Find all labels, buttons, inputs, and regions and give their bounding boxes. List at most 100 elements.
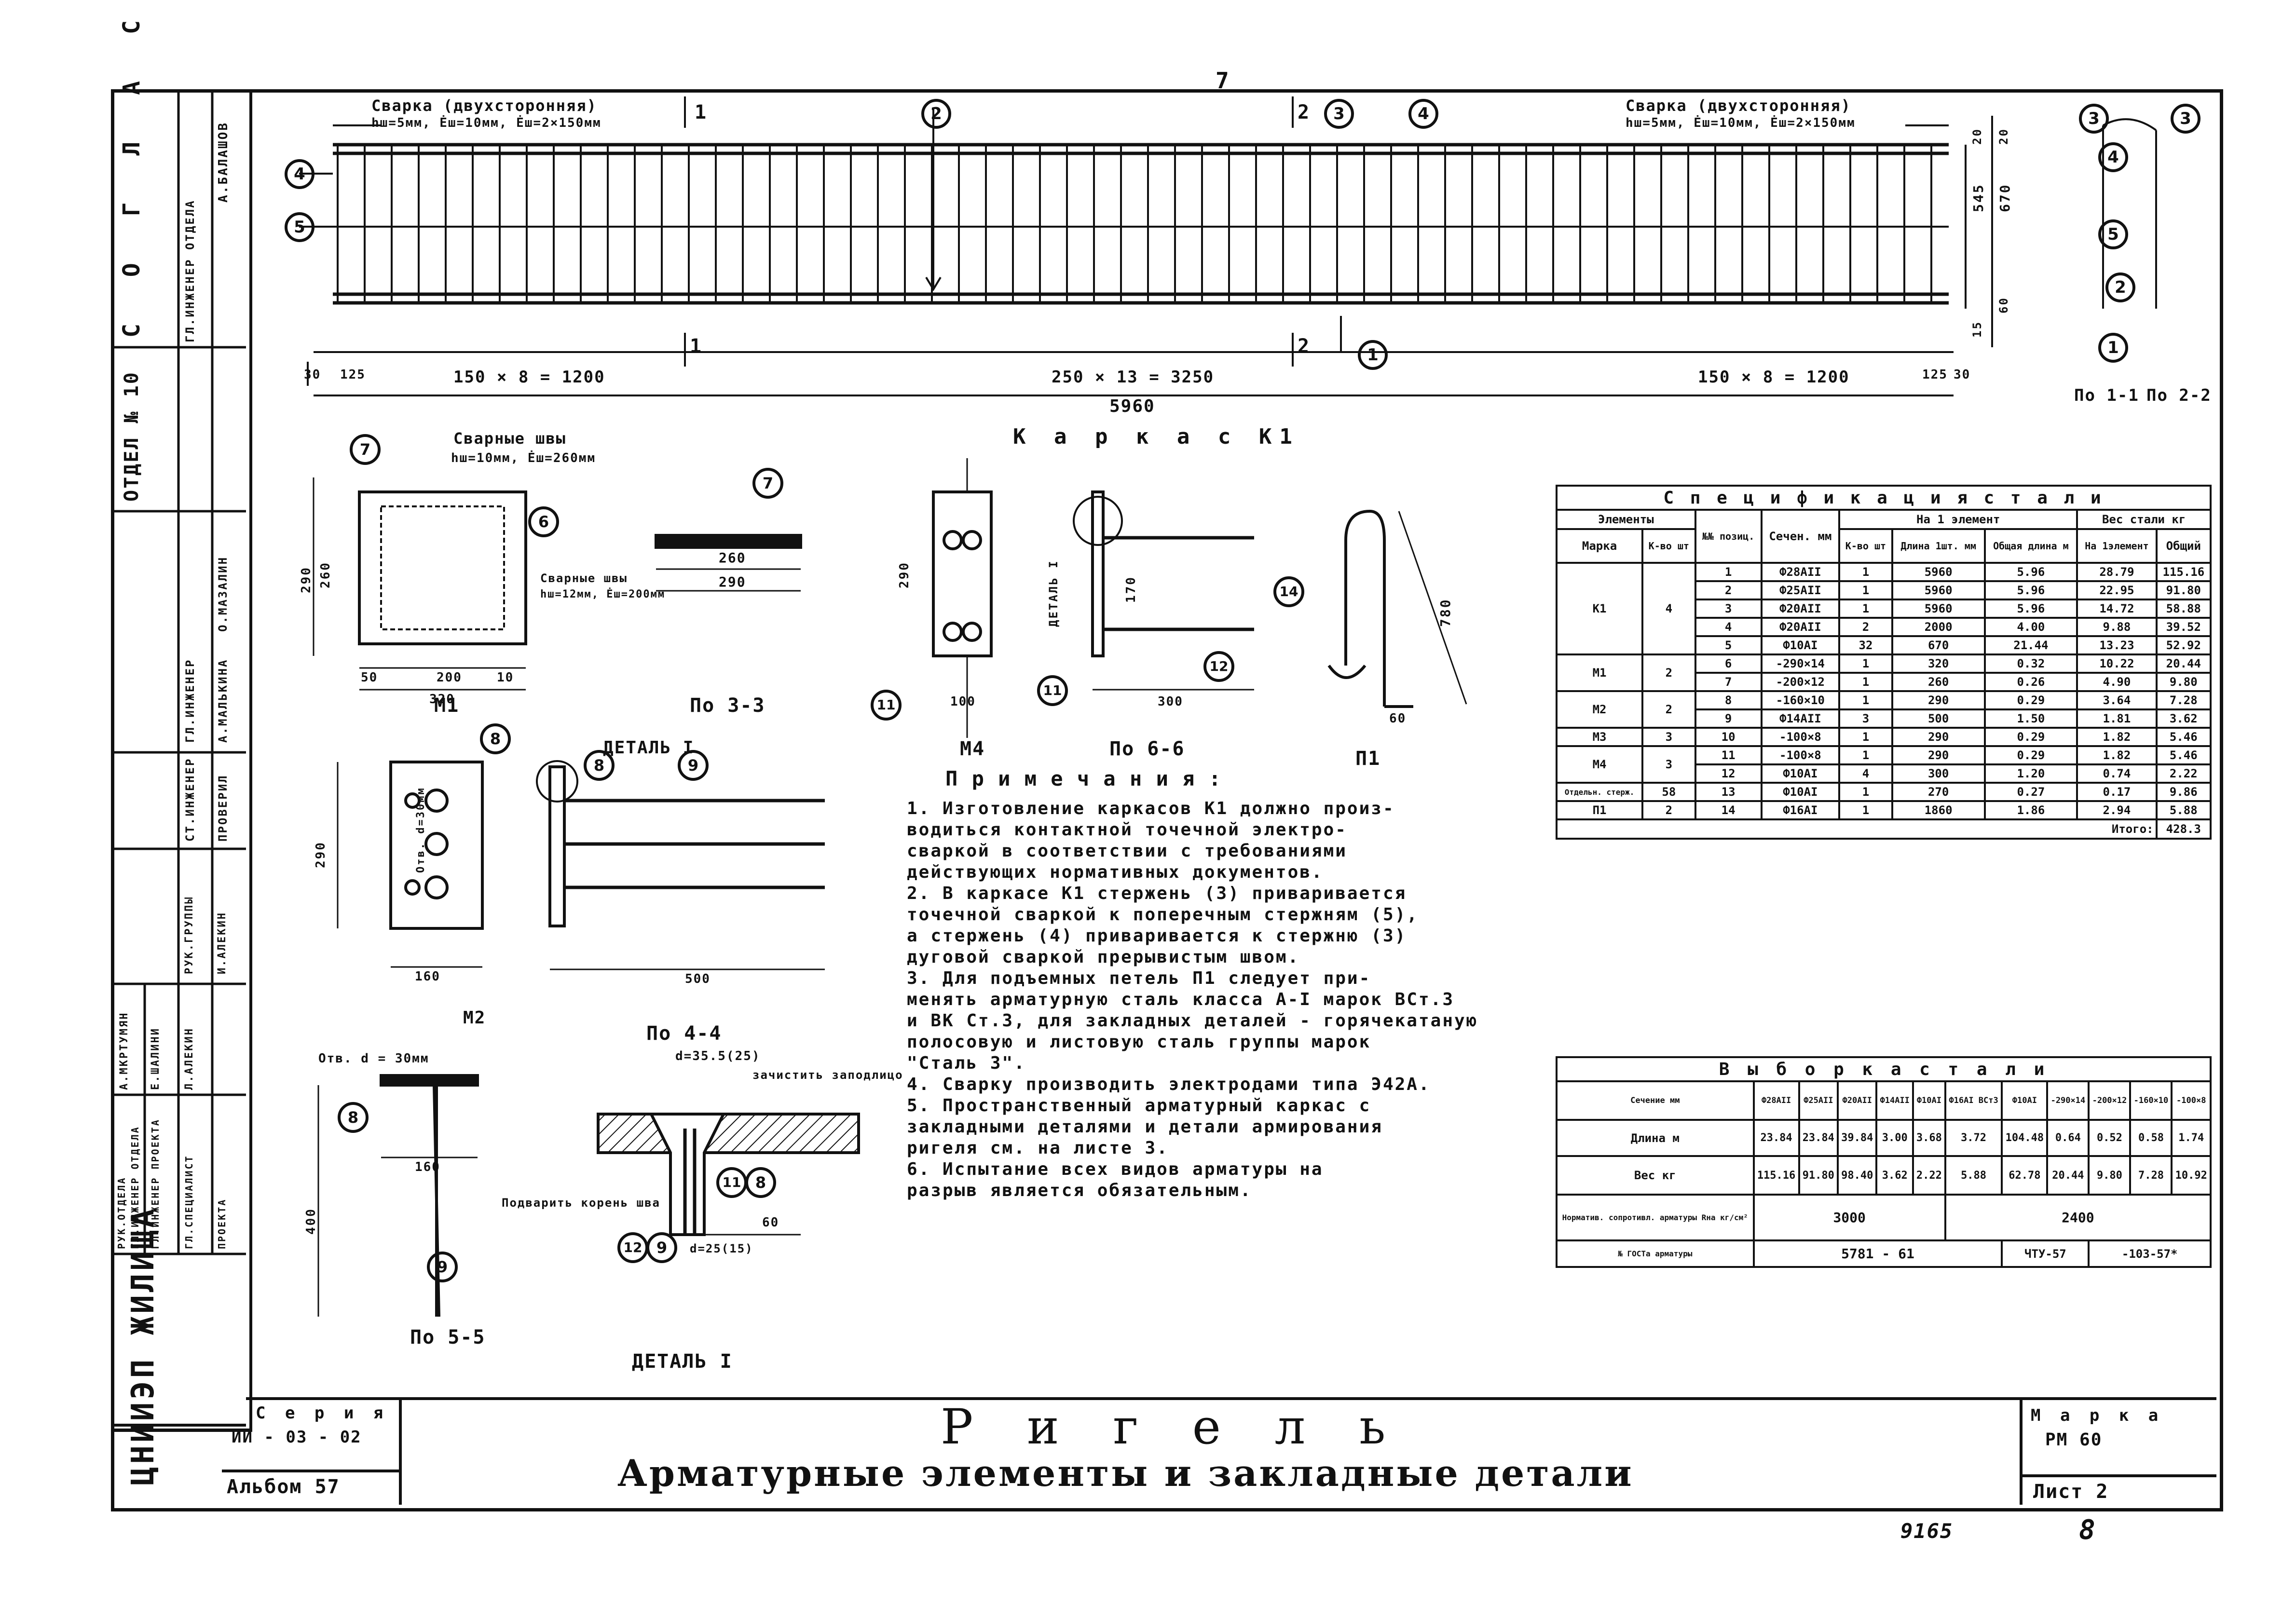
spec-cell-sec: -160×10	[1760, 690, 1841, 710]
pos-circle: 8	[745, 1167, 776, 1198]
spec-cell-wt: 91.80	[2155, 580, 2212, 600]
spec-cell-pos: 2	[1694, 580, 1763, 600]
series-value: ИИ - 03 - 02	[232, 1428, 362, 1447]
spec-cell-len: 260	[1891, 672, 1986, 692]
sec-mark: 2	[1298, 335, 1311, 357]
spec-cell-mark: М4	[1555, 745, 1644, 784]
spec-cell-qty: 3	[1641, 745, 1696, 784]
note-line: дуговой сваркой прерывистым швом.	[907, 947, 1300, 967]
vyborka-col-header: Ф10АI	[1912, 1080, 1946, 1121]
spec-cell-w1: 1.82	[2076, 745, 2158, 765]
spec-h-len1: Длина 1шт. мм	[1891, 528, 1986, 564]
note-line: разрыв является обязательным.	[907, 1181, 1252, 1200]
note-line: полосовую и листовую сталь группы марок	[907, 1032, 1371, 1052]
page-bottom-num: 8	[2079, 1514, 2096, 1546]
spec-cell-total: 0.26	[1983, 672, 2078, 692]
spec-cell-total: 1.86	[1983, 800, 2078, 820]
spec-h-sec: Сечен. мм	[1760, 509, 1841, 564]
sec-mark: 1	[695, 101, 708, 123]
note-line: 2. В каркасе К1 стержень (3) приваривает…	[907, 884, 1407, 903]
note-line: 4. Сварку производить электродами типа Э…	[907, 1075, 1431, 1094]
note-line: ригеля см. на листе 3.	[907, 1138, 1169, 1158]
pos-circle: 11	[871, 690, 902, 721]
pos-circle: 4	[1408, 99, 1438, 129]
spec-cell-pos: 13	[1694, 782, 1763, 802]
spec-cell-w1: 28.79	[2076, 562, 2158, 582]
pos-circle: 11	[1037, 675, 1068, 706]
spec-cell-wt: 115.16	[2155, 562, 2212, 582]
spec-cell-sec: Ф10АI	[1760, 763, 1841, 784]
spec-cell-sec: Ф28АII	[1760, 562, 1841, 582]
spec-cell-total: 21.44	[1983, 635, 2078, 655]
pos-circle: 12	[1203, 651, 1234, 682]
drawing-title: Р и г е л ь	[941, 1399, 1405, 1455]
vyborka-gost-b: ЧТУ-57	[2001, 1239, 2090, 1268]
spec-cell-total: 0.27	[1983, 782, 2078, 802]
vyborka-gost-label: № ГОСТа арматуры	[1556, 1239, 1755, 1268]
spec-cell-total: 5.96	[1983, 580, 2078, 600]
spec-cell-wt: 7.28	[2155, 690, 2212, 710]
spec-cell-qty: 4	[1641, 562, 1696, 655]
spec-h-pos: №№ позиц.	[1694, 509, 1763, 564]
spec-cell-w1: 22.95	[2076, 580, 2158, 600]
spec-cell-mark: К1	[1555, 562, 1644, 655]
spec-cell-len: 290	[1891, 690, 1986, 710]
spec-cell-w1: 0.17	[2076, 782, 2158, 802]
spec-cell-qty: 2	[1641, 653, 1696, 692]
spec-cell-sec: -200×12	[1760, 672, 1841, 692]
spec-cell-n: 1	[1838, 580, 1893, 600]
spec-title: С п е ц и ф и к а ц и я с т а л и	[1556, 485, 2212, 511]
s44-label: По 4-4	[646, 1022, 722, 1045]
spec-cell-len: 270	[1891, 782, 1986, 802]
spec-cell-pos: 11	[1694, 745, 1763, 765]
spec-cell-qty: 58	[1641, 782, 1696, 802]
note-line: и ВК Ст.3, для закладных деталей - горяч…	[907, 1011, 1478, 1031]
note-line: точечной сваркой к поперечным стержням (…	[907, 905, 1419, 925]
pos-circle: 1	[2098, 333, 2128, 363]
vyborka-col-header: -100×8	[2171, 1080, 2212, 1121]
sec-mark: 1	[690, 335, 703, 357]
pos-circle: 3	[2079, 104, 2109, 134]
section-label: По 2-2	[2146, 386, 2212, 405]
spec-cell-w1: 4.90	[2076, 672, 2158, 692]
spec-cell-pos: 12	[1694, 763, 1763, 784]
spec-cell-total: 0.29	[1983, 745, 2078, 765]
side-stamp-frame	[111, 89, 252, 1432]
m2-dim: 500	[685, 972, 711, 986]
vyborka-col-header: -290×14	[2046, 1080, 2090, 1121]
spec-cell-sec: Ф16АI	[1760, 800, 1841, 820]
spec-cell-n: 1	[1838, 562, 1893, 582]
vyborka-col-header: Ф16АI ВСт3	[1944, 1080, 2003, 1121]
spec-cell-len: 5960	[1891, 599, 1986, 619]
p1-dim: 60	[1389, 711, 1407, 726]
spec-cell-len: 320	[1891, 653, 1986, 674]
spec-cell-len: 670	[1891, 635, 1986, 655]
dim-label: 125	[340, 367, 366, 382]
s66-dim: 300	[1158, 694, 1183, 709]
vyborka-gost-c: -103-57*	[2088, 1239, 2212, 1268]
spec-cell-pos: 6	[1694, 653, 1763, 674]
dim-label: 30	[1954, 367, 1971, 382]
spec-h-qty: К-во шт	[1641, 528, 1696, 564]
vyborka-cell: 10.92	[2171, 1155, 2212, 1196]
spec-cell-wt: 58.88	[2155, 599, 2212, 619]
spec-cell-wt: 5.46	[2155, 745, 2212, 765]
note-line: 1. Изготовление каркасов К1 должно произ…	[907, 799, 1395, 818]
spec-cell-n: 1	[1838, 782, 1893, 802]
vyborka-cell: 3.68	[1912, 1119, 1946, 1157]
pos-circle: 8	[480, 723, 511, 754]
spec-cell-wt: 52.92	[2155, 635, 2212, 655]
weld-right-label: Сварка (двухсторонняя)	[1626, 96, 1851, 115]
m1-dim: 320	[429, 692, 455, 707]
m4-label: М4	[960, 738, 985, 760]
spec-cell-mark: М2	[1555, 690, 1644, 729]
note-line: менять арматурную сталь класса А-I марок…	[907, 990, 1454, 1009]
spec-cell-pos: 5	[1694, 635, 1763, 655]
spec-cell-w1: 0.74	[2076, 763, 2158, 784]
pos-circle: 6	[528, 506, 559, 537]
weld-right-params: hш=5мм, Ėш=10мм, Ėш=2×150мм	[1626, 116, 1856, 130]
spec-cell-pos: 1	[1694, 562, 1763, 582]
vyborka-cell: 91.80	[1798, 1155, 1839, 1196]
